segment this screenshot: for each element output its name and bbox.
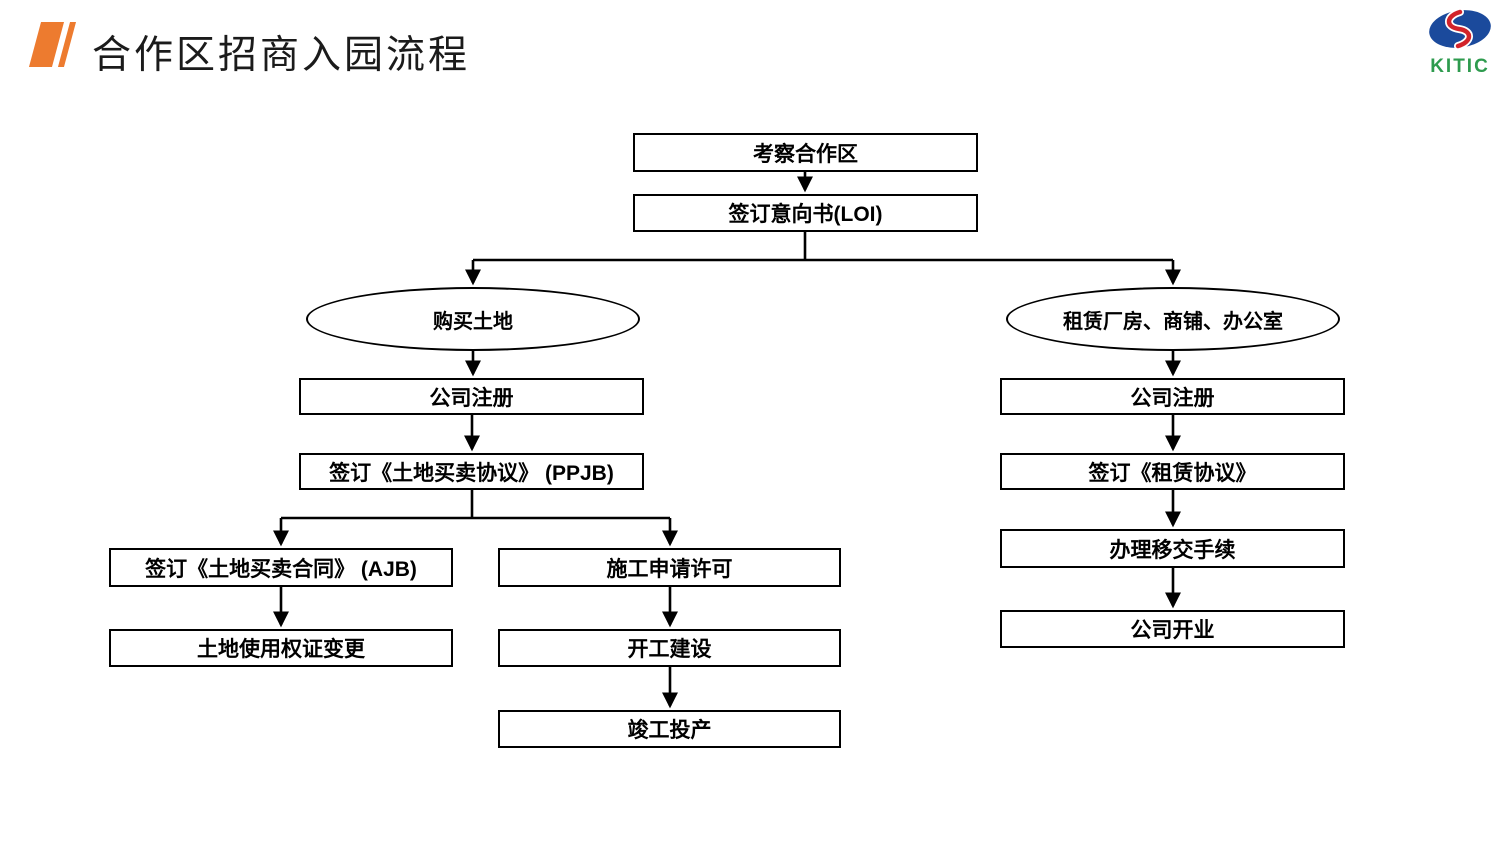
flow-node-opening: 公司开业 (1000, 610, 1345, 648)
flow-node-label: 公司注册 (429, 386, 514, 410)
flow-node-label: 签订《土地买卖协议》 (PPJB) (329, 461, 614, 485)
flow-node-label: 办理移交手续 (1109, 538, 1236, 562)
flow-node-register-right: 公司注册 (1000, 378, 1345, 415)
kitic-logo-text: KITIC (1430, 56, 1490, 77)
kitic-logo-icon (1429, 8, 1491, 50)
flow-node-label: 考察合作区 (753, 142, 858, 166)
flow-node-label: 施工申请许可 (606, 557, 733, 581)
flow-node-handover: 办理移交手续 (1000, 529, 1345, 568)
flow-node-label: 租赁厂房、商铺、办公室 (1063, 310, 1283, 333)
flow-node-construction-permit: 施工申请许可 (498, 548, 841, 587)
flow-node-ajb: 签订《土地买卖合同》 (AJB) (109, 548, 453, 587)
flow-node-label: 公司注册 (1130, 386, 1215, 410)
flow-node-land-cert: 土地使用权证变更 (109, 629, 453, 667)
flow-node-label: 开工建设 (627, 638, 712, 661)
flow-node-label: 土地使用权证变更 (197, 638, 365, 661)
flow-node-loi: 签订意向书(LOI) (633, 194, 978, 232)
flow-node-inspect: 考察合作区 (633, 133, 978, 172)
flow-node-label: 公司开业 (1130, 619, 1215, 642)
flow-node-label: 购买土地 (433, 310, 513, 333)
flow-node-label: 签订《租赁协议》 (1088, 461, 1257, 485)
page-title: 合作区招商入园流程 (92, 34, 471, 77)
flow-node-register-left: 公司注册 (299, 378, 644, 415)
flow-node-start-construction: 开工建设 (498, 629, 841, 667)
flow-node-buy-land: 购买土地 (306, 287, 640, 351)
flow-node-completion: 竣工投产 (498, 710, 841, 748)
flow-node-label: 竣工投产 (627, 719, 712, 742)
flow-node-lease: 租赁厂房、商铺、办公室 (1006, 287, 1340, 351)
flow-node-label: 签订《土地买卖合同》 (AJB) (145, 557, 417, 581)
flow-node-label: 签订意向书(LOI) (728, 203, 883, 226)
flow-node-ppjb: 签订《土地买卖协议》 (PPJB) (299, 453, 644, 490)
flow-node-lease-agreement: 签订《租赁协议》 (1000, 453, 1345, 490)
kitic-logo: KITIC (1424, 8, 1496, 78)
